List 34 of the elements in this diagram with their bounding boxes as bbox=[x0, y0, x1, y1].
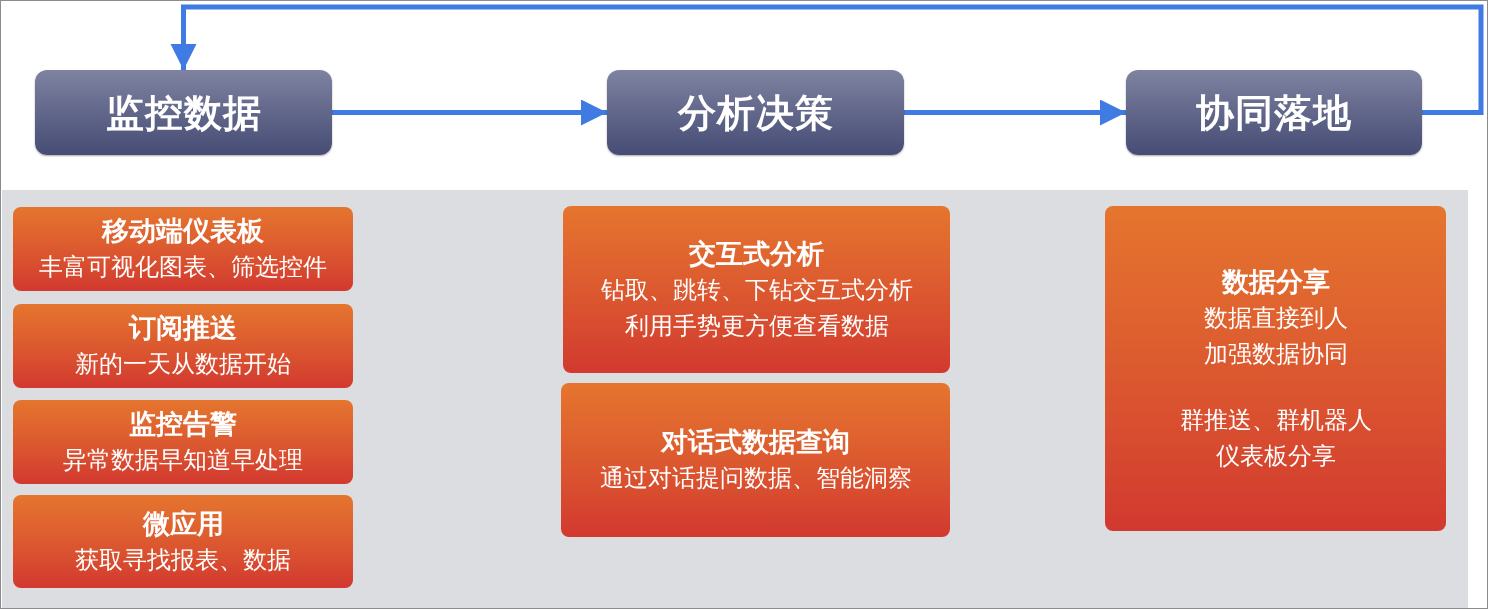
feature-card bbox=[13, 207, 353, 291]
card-description: 丰富可视化图表、筛选控件 bbox=[39, 252, 327, 282]
stage-title: 监控数据 bbox=[105, 90, 262, 135]
feature-card bbox=[13, 400, 353, 484]
stage-title: 分析决策 bbox=[677, 90, 834, 135]
card-title: 对话式数据查询 bbox=[661, 426, 850, 459]
feature-card bbox=[13, 495, 353, 588]
arrow bbox=[904, 99, 1126, 126]
feature-card bbox=[561, 383, 950, 537]
feedback-arrow bbox=[170, 4, 1484, 115]
stage-box bbox=[35, 70, 332, 155]
card-description: 仪表板分享 bbox=[1215, 440, 1336, 471]
card-title: 交互式分析 bbox=[689, 237, 824, 271]
card-title: 订阅推送 bbox=[129, 312, 237, 345]
stage-title: 协同落地 bbox=[1196, 90, 1352, 135]
stage-box bbox=[607, 70, 904, 155]
card-description: 通过对话提问数据、智能洞察 bbox=[599, 463, 912, 493]
card-description: 群推送、群机器人 bbox=[1179, 404, 1372, 435]
card-title: 监控告警 bbox=[129, 408, 237, 441]
card-description: 利用手势更方便查看数据 bbox=[624, 310, 889, 341]
card-description: 获取寻找报表、数据 bbox=[75, 544, 291, 575]
card-title: 数据分享 bbox=[1221, 265, 1330, 299]
card-description: 新的一天从数据开始 bbox=[75, 349, 291, 379]
feature-card bbox=[1105, 206, 1446, 531]
card-description: 钻取、跳转、下钻交互式分析 bbox=[600, 274, 913, 305]
feature-card bbox=[13, 304, 353, 388]
feature-card bbox=[563, 206, 950, 373]
card-title: 移动端仪表板 bbox=[102, 215, 264, 248]
card-description: 加强数据协同 bbox=[1203, 338, 1348, 369]
stage-box bbox=[1126, 70, 1422, 155]
card-description: 异常数据早知道早处理 bbox=[63, 445, 303, 475]
arrow bbox=[332, 99, 607, 126]
card-title: 微应用 bbox=[142, 507, 224, 541]
card-description: 数据直接到人 bbox=[1203, 302, 1348, 333]
